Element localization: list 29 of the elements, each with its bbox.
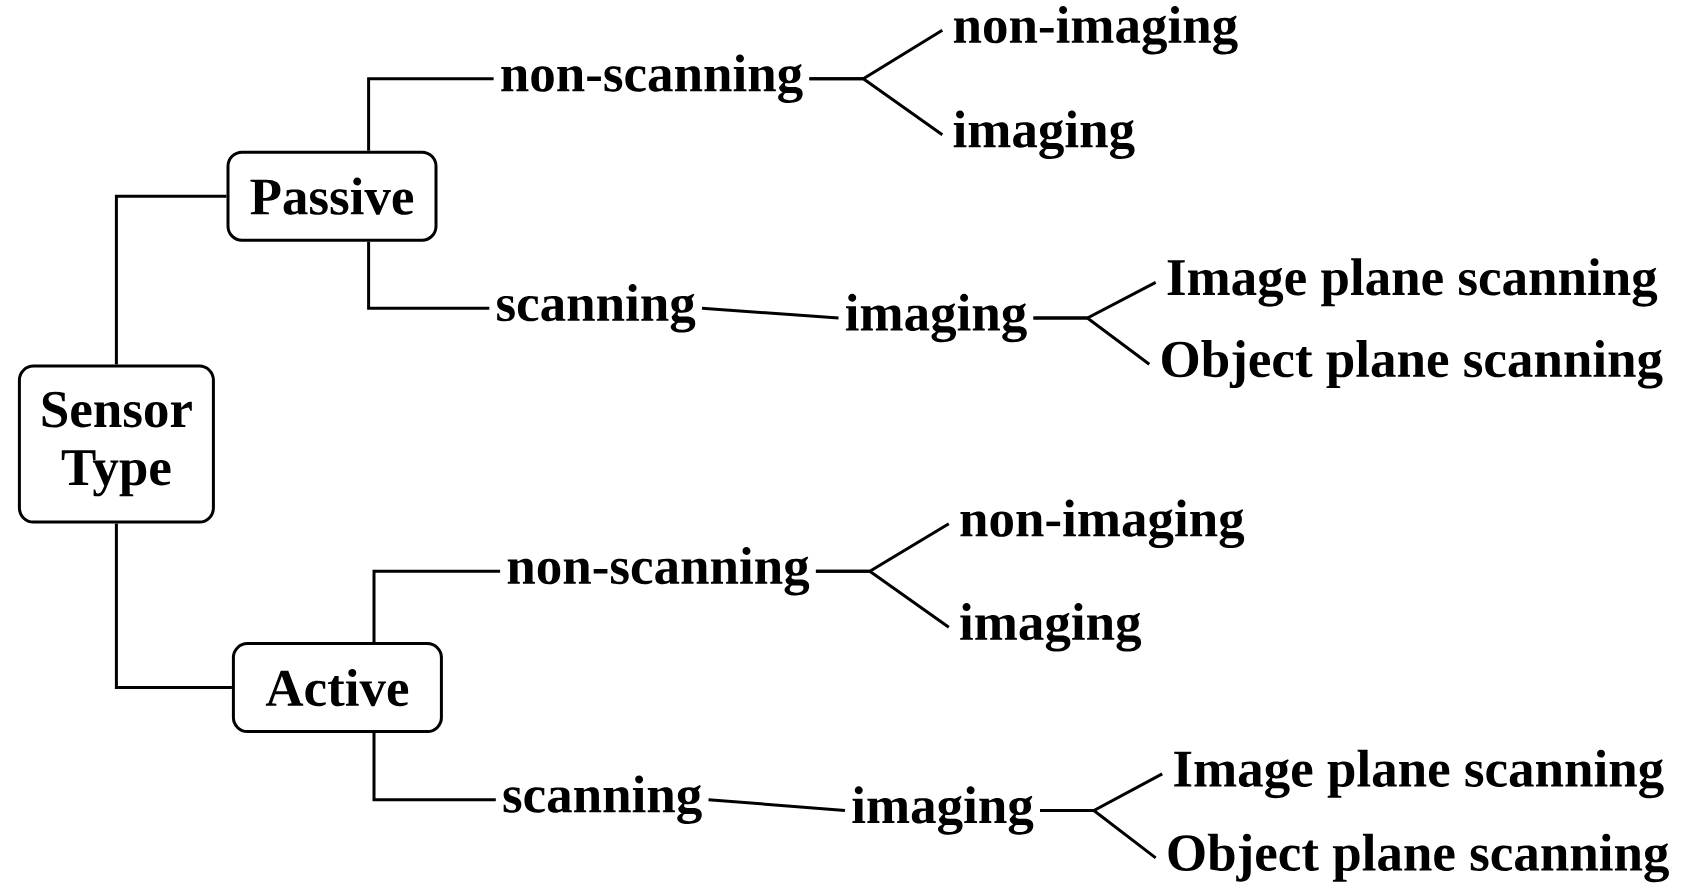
branch-label: Object plane scanning bbox=[1168, 833, 1669, 883]
connector-line bbox=[701, 306, 839, 320]
connector-line bbox=[367, 241, 490, 310]
branch-label: Image plane scanning bbox=[1174, 749, 1664, 799]
branch-label: scanning bbox=[497, 284, 696, 333]
branch-label: scanning bbox=[503, 775, 702, 824]
connector-line bbox=[708, 798, 846, 812]
branch-label: imaging bbox=[953, 110, 1135, 159]
category-box: Passive bbox=[226, 150, 438, 242]
branch-label: Image plane scanning bbox=[1167, 258, 1658, 307]
connector-line bbox=[815, 569, 950, 629]
category-box: Active bbox=[231, 642, 443, 734]
branch-label: non-imaging bbox=[960, 499, 1245, 549]
connector-line bbox=[372, 733, 496, 802]
connector-line bbox=[114, 194, 227, 365]
branch-label: Object plane scanning bbox=[1162, 340, 1663, 389]
connector-line bbox=[1040, 809, 1157, 860]
branch-label: imaging bbox=[960, 603, 1142, 652]
connector-line bbox=[367, 77, 494, 151]
branch-label: non-scanning bbox=[501, 54, 803, 103]
category-box: Sensor Type bbox=[17, 364, 215, 524]
branch-label: non-imaging bbox=[953, 5, 1238, 55]
connector-line bbox=[372, 569, 501, 643]
branch-label: imaging bbox=[845, 293, 1027, 343]
connector-line bbox=[809, 77, 944, 136]
connector-line bbox=[114, 523, 232, 690]
branch-label: non-scanning bbox=[507, 546, 810, 596]
connector-line bbox=[1033, 316, 1151, 366]
branch-label: imaging bbox=[852, 786, 1034, 835]
